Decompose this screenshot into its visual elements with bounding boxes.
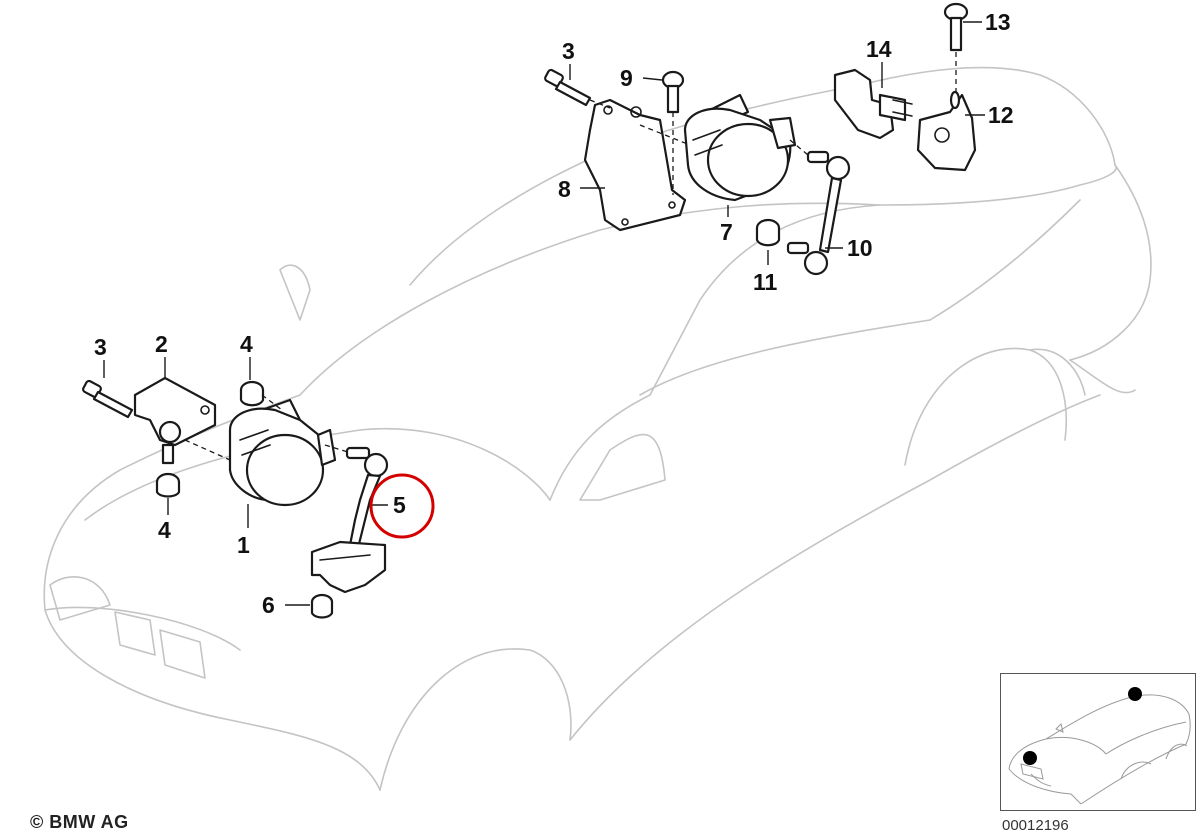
callout-4-upper: 4 [240, 331, 253, 357]
bracket-part-8 [583, 98, 687, 232]
bracket-part-12 [916, 90, 977, 172]
leader-lines [103, 21, 985, 606]
copyright-label: © BMW AG [30, 812, 129, 832]
thumbnail-marker-front [1023, 751, 1037, 765]
bolt-part-13 [943, 2, 969, 52]
car-outline [43, 66, 1152, 791]
bolt-part-9 [661, 70, 685, 114]
thumbnail-marker-rear [1128, 687, 1142, 701]
bushing-part-4-upper [239, 380, 265, 407]
callout-13: 13 [985, 9, 1011, 35]
bushing-part-4-lower [155, 472, 181, 498]
bushing-part-6 [310, 593, 334, 619]
stud-part-4-lower-shaft [161, 443, 175, 465]
callout-2: 2 [155, 331, 168, 357]
location-thumbnail [1000, 673, 1196, 811]
sensor-part-7 [683, 93, 797, 202]
callout-labels: 1 2 3 4 4 5 6 3 7 8 9 10 11 12 13 14 [94, 9, 1014, 618]
linkage-rod-part-10 [786, 150, 851, 276]
callout-14: 14 [866, 36, 892, 62]
callout-6: 6 [262, 592, 275, 618]
rear-sensor-assembly [544, 2, 977, 276]
callout-3-front: 3 [94, 334, 107, 360]
callout-12: 12 [988, 102, 1014, 128]
callout-8: 8 [558, 176, 571, 202]
callout-1: 1 [237, 532, 250, 558]
diagram-number: 00012196 [1002, 817, 1069, 834]
lower-bracket-part-5 [310, 540, 387, 594]
thumbnail-car [1008, 687, 1191, 805]
sensor-part-1 [228, 398, 337, 507]
callout-9: 9 [620, 65, 633, 91]
callout-4-lower: 4 [158, 517, 171, 543]
bolt-part-3-front [82, 379, 134, 419]
bushing-part-11 [755, 218, 781, 247]
bracket-part-2 [133, 376, 217, 447]
bracket-part-14 [833, 68, 913, 140]
callout-11: 11 [753, 269, 778, 295]
callout-5: 5 [393, 492, 406, 518]
callout-10: 10 [847, 235, 873, 261]
callout-3-rear: 3 [562, 38, 575, 64]
highlight-circle [369, 473, 435, 539]
callout-7: 7 [720, 219, 733, 245]
bolt-part-3-rear [544, 68, 592, 107]
front-sensor-assembly [82, 376, 389, 619]
